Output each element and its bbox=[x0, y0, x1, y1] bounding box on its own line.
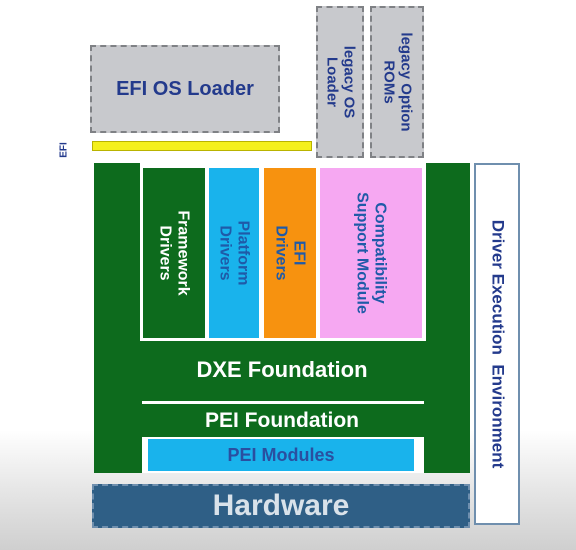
platform-drivers-box: Platform Drivers bbox=[209, 168, 259, 338]
dxe-left-strip bbox=[94, 163, 140, 341]
hardware-label: Hardware bbox=[212, 489, 350, 522]
efi-os-loader-label: EFI OS Loader bbox=[116, 77, 254, 100]
foundation-divider bbox=[142, 401, 424, 404]
framework-drivers-label: Framework Drivers bbox=[157, 210, 192, 296]
efi-os-loader-box: EFI OS Loader bbox=[90, 45, 280, 133]
dxe-right-strip bbox=[426, 163, 470, 341]
dxe-environment-box: Driver Execution Environment bbox=[474, 163, 520, 525]
csm-label: Compatibility Support Module bbox=[354, 192, 389, 314]
efi-side-label: EFI bbox=[58, 142, 70, 158]
legacy-option-roms-box: legacy Option ROMs bbox=[370, 6, 424, 158]
legacy-os-loader-box: legacy OS Loader bbox=[316, 6, 364, 158]
pei-foundation: PEI Foundation bbox=[94, 404, 470, 438]
framework-drivers-box: Framework Drivers bbox=[143, 168, 205, 338]
efi-drivers-box: EFI Drivers bbox=[264, 168, 316, 338]
hardware-box: Hardware bbox=[92, 484, 470, 528]
csm-box: Compatibility Support Module bbox=[320, 168, 422, 338]
dxe-foundation-label: DXE Foundation bbox=[196, 357, 368, 382]
efi-interface-bar bbox=[92, 141, 312, 151]
pei-modules-label: PEI Modules bbox=[227, 444, 335, 465]
pei-foundation-label: PEI Foundation bbox=[205, 409, 359, 432]
dxe-foundation: DXE Foundation bbox=[94, 350, 470, 390]
legacy-option-roms-label: legacy Option ROMs bbox=[381, 32, 415, 132]
platform-drivers-label: Platform Drivers bbox=[217, 220, 252, 286]
pei-modules-box: PEI Modules bbox=[148, 439, 414, 471]
legacy-os-loader-label: legacy OS Loader bbox=[324, 45, 358, 119]
dxe-environment-label: Driver Execution Environment bbox=[488, 219, 508, 469]
efi-drivers-label: EFI Drivers bbox=[273, 225, 308, 281]
